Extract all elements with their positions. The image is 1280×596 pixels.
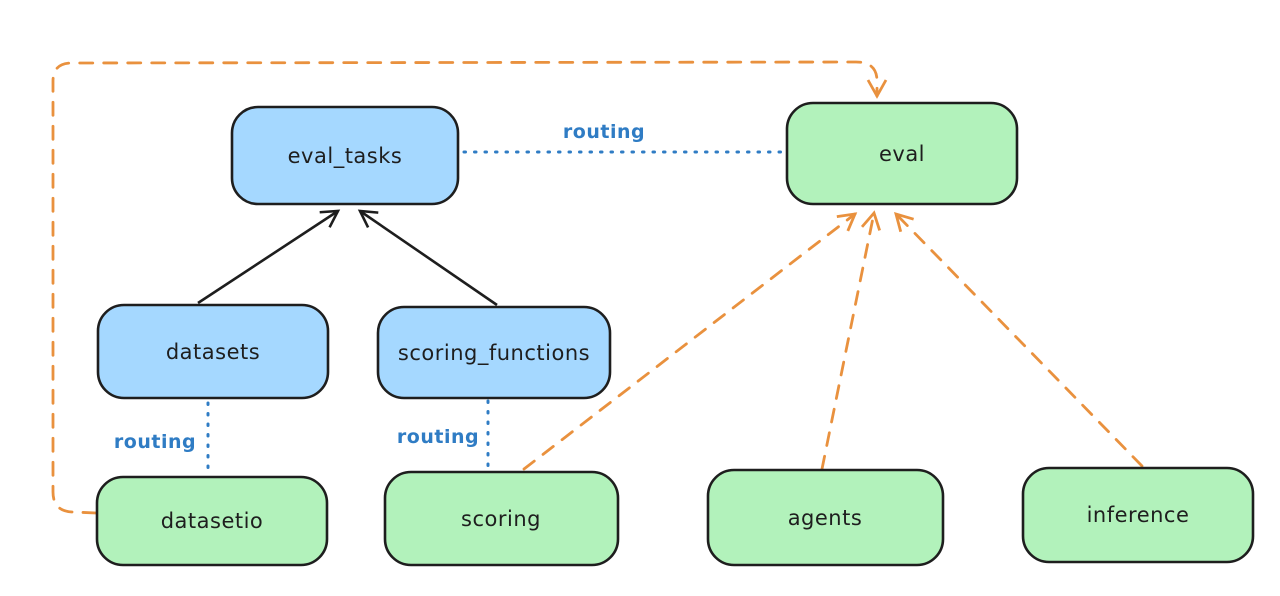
orange-dashed-edges — [51, 60, 1144, 515]
node-datasets-box — [96, 303, 330, 400]
edge-datasets-to-eval-tasks — [197, 209, 341, 305]
node-agents-label: agents — [788, 506, 863, 530]
node-eval-label: eval — [879, 142, 925, 166]
node-datasets-label: datasets — [166, 340, 260, 364]
node-agents-box — [706, 468, 945, 567]
node-scoring-label: scoring — [461, 507, 541, 531]
node-boxes — [95, 101, 1255, 567]
routing-label-scoring-functions-scoring: routing — [397, 426, 479, 448]
node-eval-box — [785, 101, 1019, 206]
routing-label-datasets-datasetio: routing — [114, 431, 196, 453]
black-arrow-edges — [197, 209, 498, 307]
node-labels: eval_tasks eval datasets scoring_functio… — [161, 142, 1190, 533]
node-eval-tasks-label: eval_tasks — [288, 144, 403, 169]
node-inference-label: inference — [1087, 503, 1190, 527]
node-eval-tasks-box — [230, 105, 460, 206]
node-datasetio-label: datasetio — [161, 509, 264, 533]
edge-inference-to-eval — [894, 211, 1144, 468]
edge-scoring-to-eval — [522, 212, 858, 471]
routing-label-eval-tasks-eval: routing — [563, 121, 645, 143]
node-scoring-box — [383, 470, 620, 567]
node-scoring-functions-box — [376, 305, 612, 400]
node-scoring-functions-label: scoring_functions — [398, 341, 590, 366]
node-datasetio-box — [95, 475, 329, 567]
routing-edges — [206, 150, 788, 475]
edge-scoring-functions-to-eval-tasks — [357, 209, 498, 307]
routing-labels: routing routing routing — [114, 121, 645, 453]
edge-datasetio-to-eval — [51, 60, 888, 515]
node-inference-box — [1021, 466, 1255, 564]
edge-agents-to-eval — [820, 210, 881, 471]
